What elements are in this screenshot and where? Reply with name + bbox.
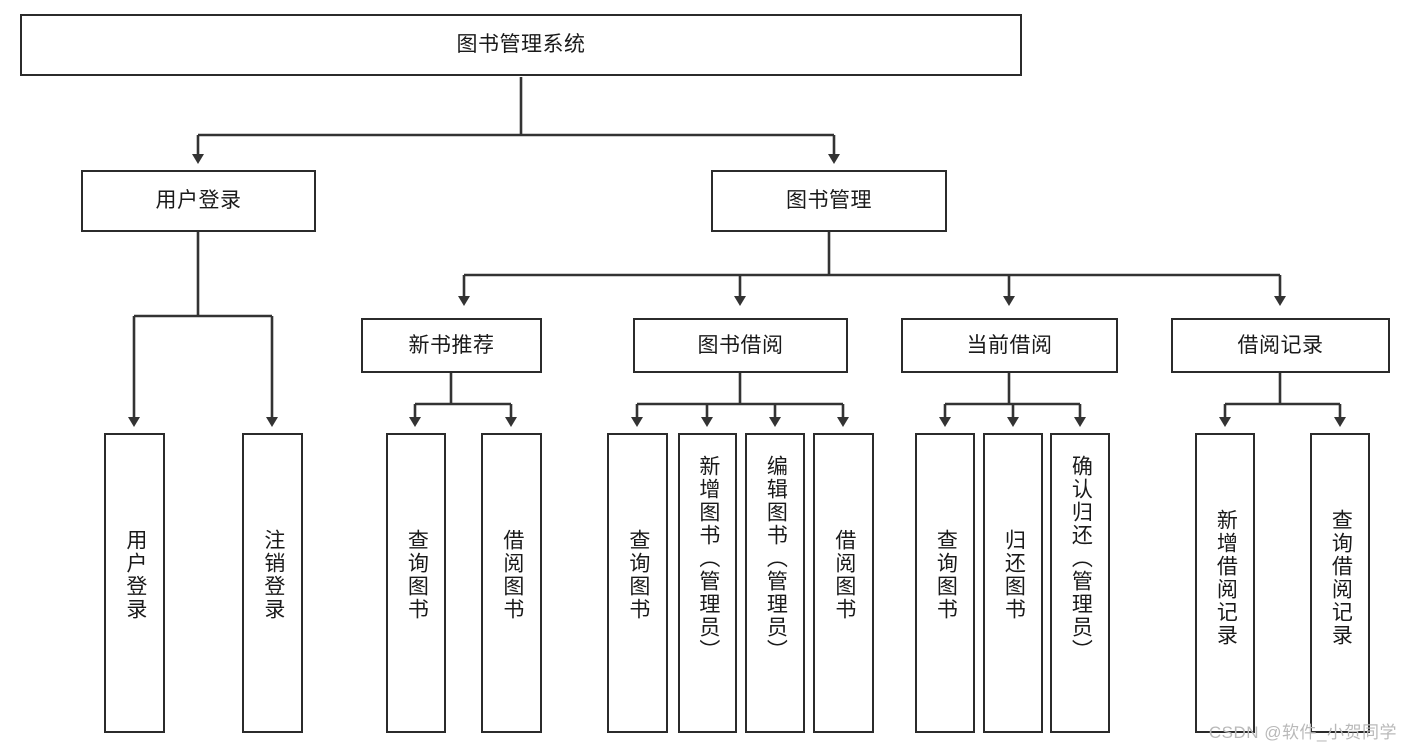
node-label: 查询图书 [626,529,650,621]
node-label: 图书管理系统 [456,33,586,57]
leaf-current-borrow-query-books[interactable]: 查询图书 [915,433,975,733]
node-label: 用户登录 [123,529,147,621]
leaf-book-borrow-borrow-books[interactable]: 借阅图书 [813,433,874,733]
leaf-current-borrow-return-books[interactable]: 归还图书 [983,433,1043,733]
node-label: 当前借阅 [966,333,1053,357]
node-root-book-management-system[interactable]: 图书管理系统 [20,14,1022,76]
node-label: 新书推荐 [408,333,495,357]
node-label: 查询图书 [405,529,429,621]
node-label: 新增图书（管理员） [696,455,720,662]
node-label: 借阅图书 [832,529,856,621]
node-label: 借阅记录 [1237,333,1324,357]
node-book-borrow[interactable]: 图书借阅 [633,318,848,373]
leaf-borrow-record-query-record[interactable]: 查询借阅记录 [1310,433,1370,733]
node-user-login[interactable]: 用户登录 [81,170,316,232]
node-borrow-record[interactable]: 借阅记录 [1171,318,1390,373]
node-new-book-recommend[interactable]: 新书推荐 [361,318,542,373]
node-label: 归还图书 [1002,529,1026,621]
node-label: 图书管理 [786,189,872,213]
node-label: 图书借阅 [697,333,784,357]
leaf-user-login-logout[interactable]: 注销登录 [242,433,303,733]
leaf-book-borrow-edit-book-admin[interactable]: 编辑图书（管理员） [745,433,805,733]
leaf-new-book-query-books[interactable]: 查询图书 [386,433,446,733]
node-label: 新增借阅记录 [1214,509,1238,647]
node-label: 查询借阅记录 [1329,509,1353,647]
leaf-book-borrow-add-book-admin[interactable]: 新增图书（管理员） [678,433,737,733]
node-book-management[interactable]: 图书管理 [711,170,947,232]
leaf-new-book-borrow-books[interactable]: 借阅图书 [481,433,542,733]
leaf-book-borrow-query-books[interactable]: 查询图书 [607,433,668,733]
watermark-text: CSDN @软件_小贺同学 [1208,723,1397,742]
node-label: 借阅图书 [500,529,524,621]
node-label: 用户登录 [155,189,242,213]
leaf-user-login-login[interactable]: 用户登录 [104,433,165,733]
leaf-current-borrow-confirm-return-admin[interactable]: 确认归还（管理员） [1050,433,1110,733]
node-label: 查询图书 [934,529,958,621]
leaf-borrow-record-add-record[interactable]: 新增借阅记录 [1195,433,1255,733]
node-label: 确认归还（管理员） [1069,455,1093,662]
node-current-borrow[interactable]: 当前借阅 [901,318,1118,373]
node-label: 注销登录 [261,529,285,621]
node-label: 编辑图书（管理员） [764,455,788,662]
